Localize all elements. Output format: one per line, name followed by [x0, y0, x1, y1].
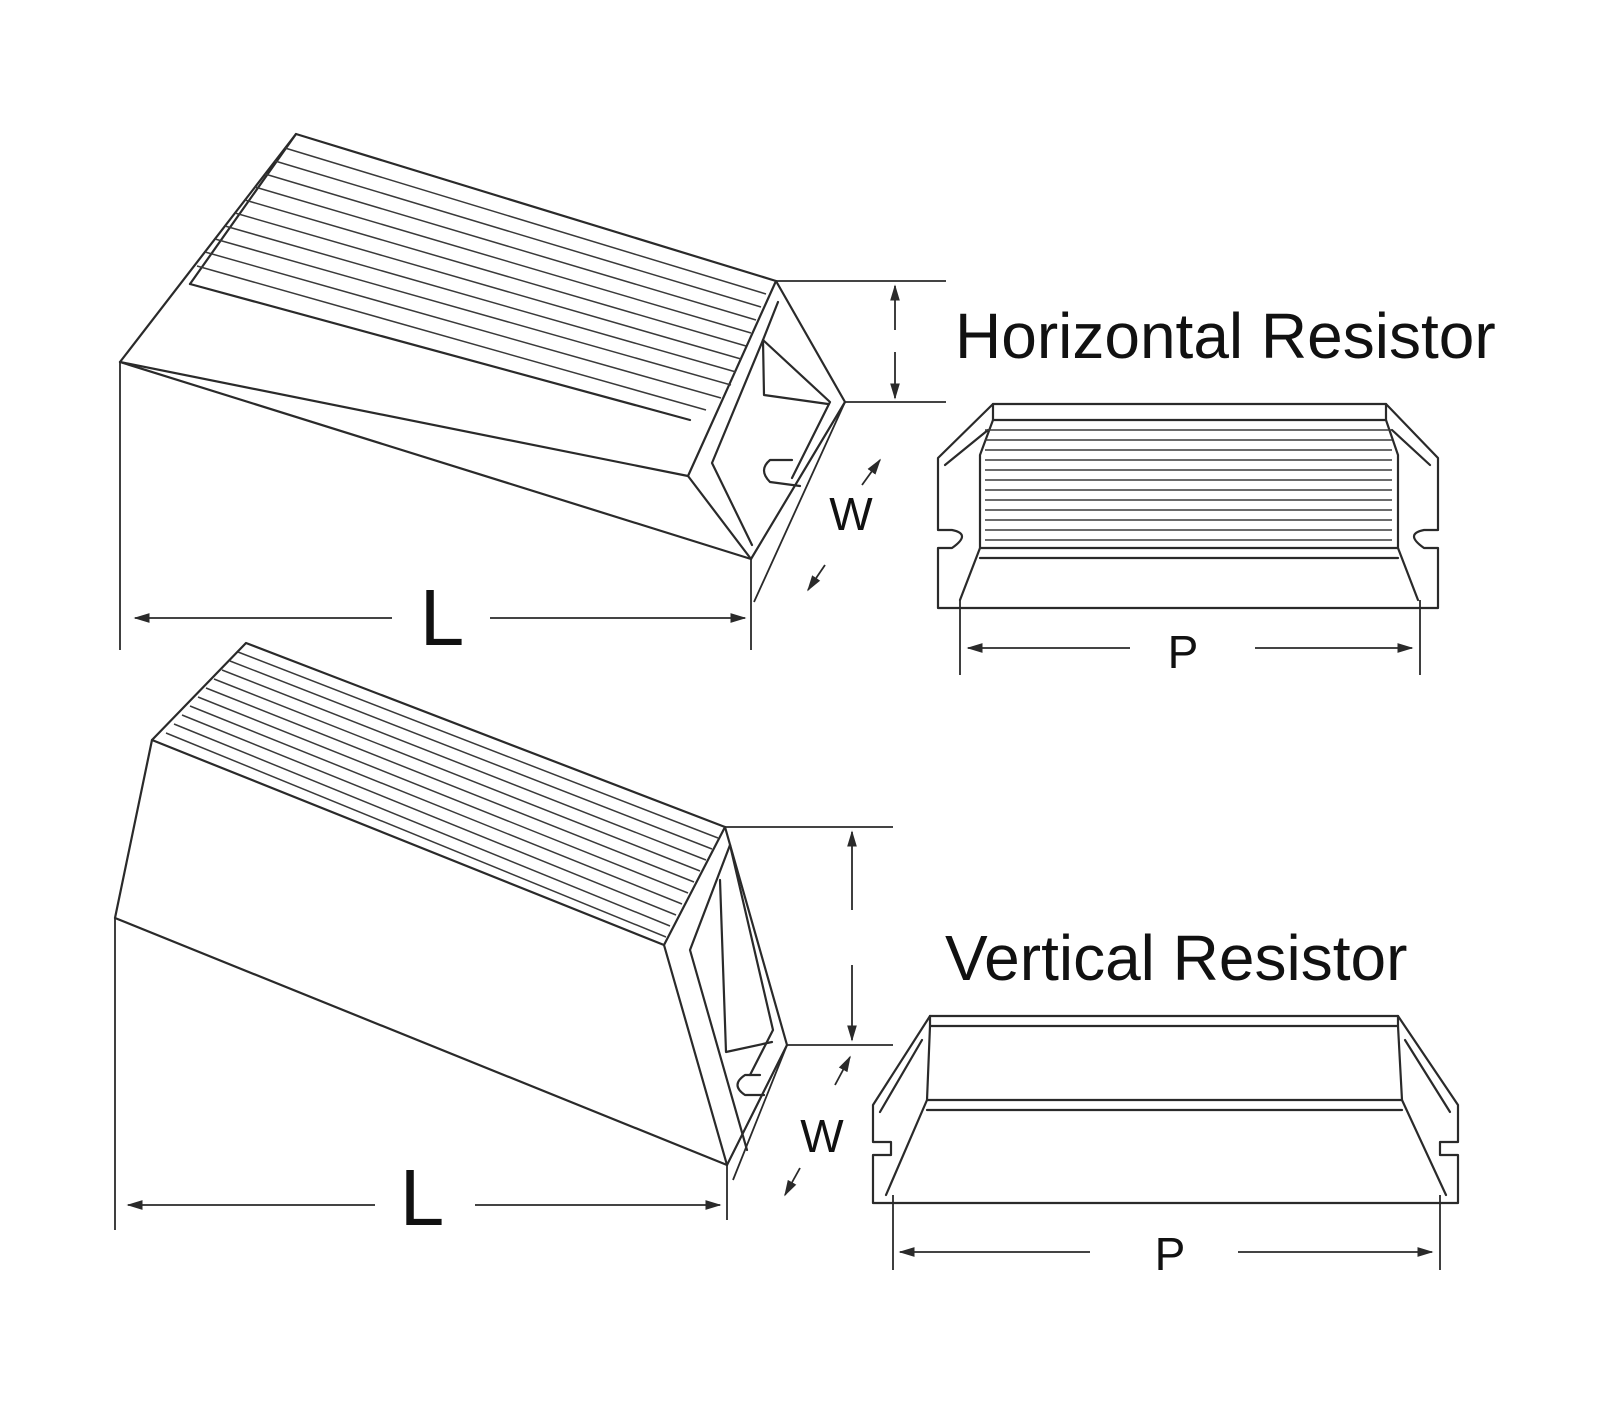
vertical-resistor-3d	[113, 641, 893, 1230]
vertical-resistor-front-view	[871, 1014, 1460, 1205]
horizontal-width-label: W	[829, 488, 873, 540]
horizontal-resistor-front-view	[936, 402, 1440, 675]
horizontal-title: Horizontal Resistor	[955, 300, 1496, 372]
horizontal-cooling-fins	[196, 147, 767, 411]
vertical-pitch-label: P	[1155, 1228, 1186, 1280]
horizontal-front-fins	[985, 429, 1392, 541]
horizontal-resistor-3d	[118, 132, 946, 650]
vertical-width-label: W	[800, 1110, 844, 1162]
vertical-title: Vertical Resistor	[945, 922, 1407, 994]
horizontal-pitch-label: P	[1168, 626, 1199, 678]
vertical-pitch-dimension	[892, 1195, 1441, 1270]
vertical-length-label: L	[400, 1153, 445, 1242]
vertical-cooling-fins	[165, 651, 719, 938]
horizontal-length-label: L	[420, 573, 465, 662]
